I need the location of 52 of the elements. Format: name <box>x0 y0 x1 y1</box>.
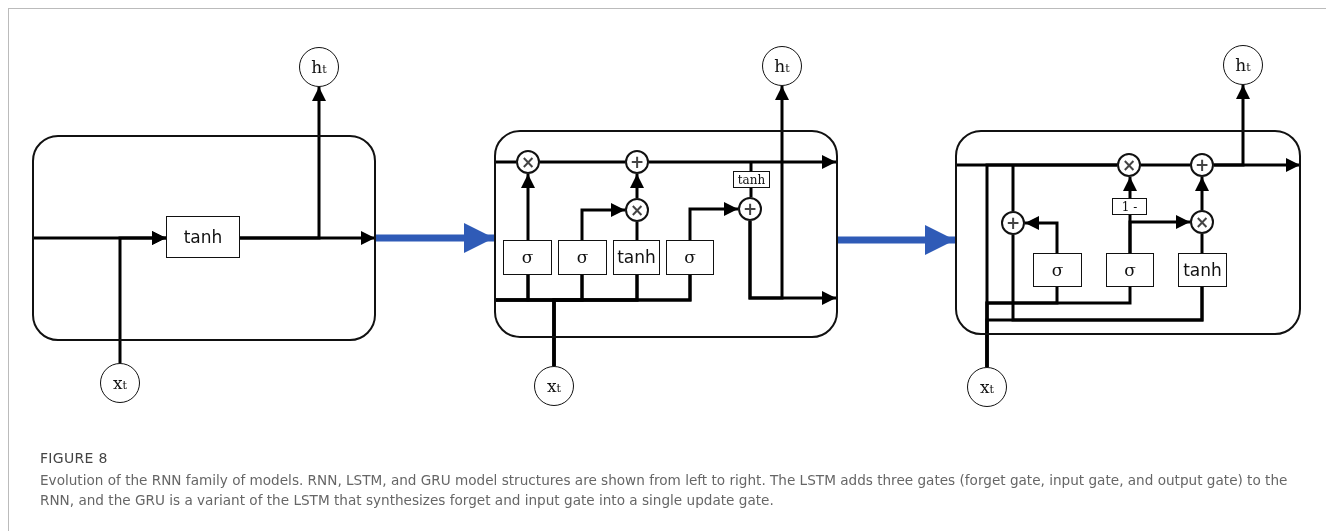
arrow <box>649 155 836 169</box>
activation-box: tanh <box>166 216 240 258</box>
connector-line <box>1011 165 1015 211</box>
arrow <box>630 174 644 198</box>
connector-line <box>1141 163 1190 167</box>
multiply-circle: × <box>1190 210 1214 234</box>
connector-line <box>552 275 692 366</box>
figure-caption: Evolution of the RNN family of models. RNN, LSTM, and GRU model structures are shown from left to right. The LSTM adds three gates (forget gate, input gate, and output gate) to the RNN, and the GRU is a variant of the LSTM that synthesizes forget and input gate into a single update gate. <box>40 471 1289 510</box>
arrow <box>1128 215 1190 253</box>
cell-box <box>494 130 838 338</box>
multiply-circle: × <box>625 198 649 222</box>
arrow <box>748 86 789 300</box>
arrow <box>118 231 166 363</box>
connector-line <box>635 222 639 240</box>
arrow <box>688 202 738 240</box>
arrow <box>240 87 326 240</box>
arrow <box>1123 176 1137 198</box>
input-circle: x$_{t}$ <box>967 367 1007 407</box>
input-circle: x$_{t}$ <box>534 366 574 406</box>
output-circle: h$_{t}$ <box>762 46 802 86</box>
arrow <box>1025 216 1059 253</box>
output-circle: h$_{t}$ <box>299 47 339 87</box>
connector-line <box>749 188 753 198</box>
connector-line <box>495 160 516 164</box>
connector-line <box>1200 234 1204 253</box>
input-circle: x$_{t}$ <box>100 363 140 403</box>
figure-title: FIGURE 8 <box>40 450 108 466</box>
add-circle: + <box>738 197 762 221</box>
arrow <box>1214 85 1250 167</box>
arrow <box>580 203 625 240</box>
multiply-circle: × <box>516 150 540 174</box>
arrow <box>1195 177 1209 210</box>
cell-box <box>955 130 1301 335</box>
activation-box: tanh <box>733 171 770 188</box>
connector-line <box>985 287 1204 367</box>
gate-box: σ <box>1033 253 1082 287</box>
gate-box: σ <box>1106 253 1154 287</box>
add-circle: + <box>1190 153 1214 177</box>
connector-line <box>749 162 753 171</box>
gate-box: σ <box>558 240 607 275</box>
operation-box: 1 - <box>1112 198 1147 215</box>
add-circle: + <box>1001 211 1025 235</box>
add-circle: + <box>625 150 649 174</box>
cell-box <box>32 135 376 341</box>
output-circle: h$_{t}$ <box>1223 45 1263 85</box>
gate-box: σ <box>503 240 552 275</box>
activation-box: tanh <box>613 240 660 275</box>
gate-box: σ <box>666 240 714 275</box>
connector-line <box>540 160 625 164</box>
activation-box: tanh <box>1178 253 1227 287</box>
multiply-circle: × <box>1117 153 1141 177</box>
arrow <box>521 174 535 240</box>
